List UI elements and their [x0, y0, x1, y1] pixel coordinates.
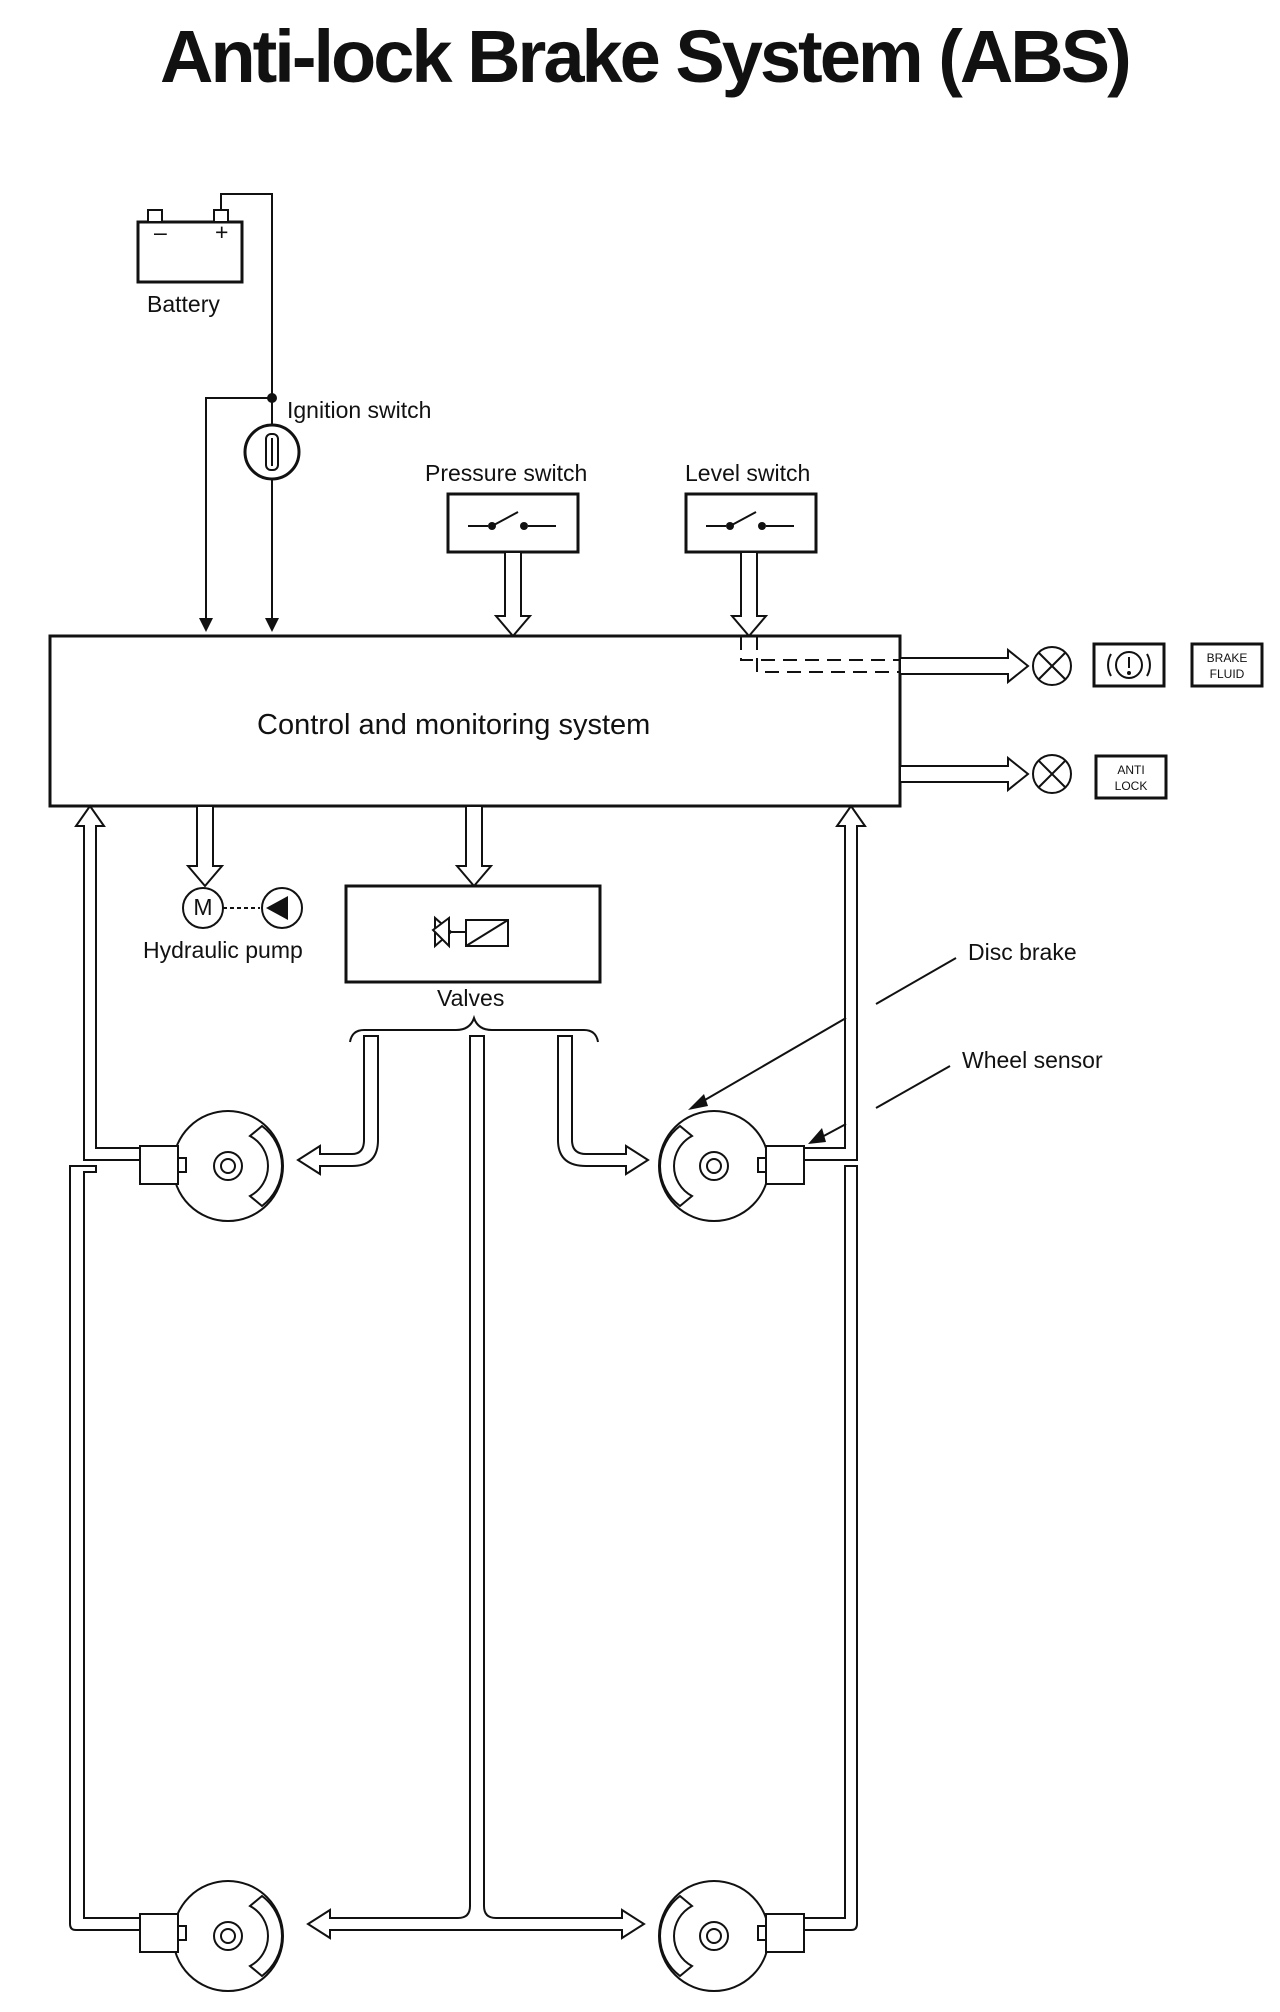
rear-right-wheel: [658, 1880, 805, 1992]
control-unit-box: [48, 634, 902, 808]
motor-symbol: M: [193, 894, 212, 920]
front-left-wheel: [139, 1110, 284, 1222]
pressure-switch-icon: [491, 511, 519, 527]
direct-power-wire: [205, 397, 272, 626]
battery-feed-wire: [220, 193, 273, 398]
warning-outputs: BRAKE FLUID ANTI LOCK: [899, 642, 1264, 800]
direct-power-arrow: [199, 618, 213, 632]
front-left-sensor-line: [74, 804, 145, 1161]
battery-minus-symbol: –: [154, 219, 167, 245]
front-right-caliper-icon: [659, 1124, 694, 1208]
control-unit: Control and monitoring system: [48, 634, 902, 808]
front-right-wheel-sensor-icon: [765, 1145, 805, 1185]
rear-right-wheel-sensor-icon: [765, 1913, 805, 1953]
rear-left-wheel-sensor-icon: [139, 1913, 179, 1953]
pressure-switch-box: [446, 492, 580, 554]
wheel-sensor-label: Wheel sensor: [962, 1047, 1103, 1073]
battery-body: [136, 220, 244, 284]
sensor-lines: [69, 804, 867, 1931]
hydraulic-lines: [296, 1035, 650, 1940]
level-switch-box: [684, 492, 818, 554]
front-right-wheel: [658, 1110, 805, 1222]
hydraulic-pump: M Hydraulic pump: [143, 805, 303, 963]
pressure-switch-signal-arrow: [493, 551, 533, 638]
valve-control-arrow: [454, 805, 494, 888]
ignition-output-arrow: [265, 618, 279, 632]
ignition-switch: Ignition switch: [243, 397, 431, 481]
disc-brake-label: Disc brake: [968, 939, 1077, 965]
wheel-sensor-leader: [819, 1123, 847, 1139]
brake-fluid-text-2: FLUID: [1210, 667, 1245, 681]
battery-plus-symbol: +: [215, 219, 228, 245]
front-right-sensor-line: [799, 804, 867, 1161]
valves-bracket: [349, 1014, 599, 1043]
anti-lock-text-1: ANTI: [1117, 763, 1144, 777]
rear-left-wheel: [139, 1880, 284, 1992]
level-switch: Level switch: [684, 460, 818, 638]
power-wiring: [199, 193, 279, 632]
brake-fluid-badge: [1190, 642, 1264, 688]
pressure-switch-label: Pressure switch: [425, 460, 587, 486]
level-switch-label: Level switch: [685, 460, 810, 486]
battery: – + Battery: [136, 209, 244, 317]
level-switch-icon: [729, 511, 757, 527]
callouts: Disc brake Wheel sensor: [688, 939, 1103, 1144]
rear-left-caliper-icon: [248, 1894, 283, 1978]
control-unit-label: Control and monitoring system: [257, 709, 650, 741]
rear-brake-line: [306, 1035, 646, 1940]
pump-control-arrow: [185, 805, 225, 888]
antilock-warning-arrow: [899, 755, 1030, 793]
anti-lock-text-2: LOCK: [1115, 779, 1148, 793]
battery-label: Battery: [147, 291, 220, 317]
front-right-brake-line: [557, 1035, 650, 1176]
anti-lock-badge: [1094, 754, 1168, 800]
rear-right-sensor-line: [799, 1165, 858, 1931]
brake-fluid-text-1: BRAKE: [1207, 651, 1248, 665]
pressure-switch: Pressure switch: [425, 460, 587, 638]
front-left-caliper-icon: [248, 1124, 283, 1208]
page-title: Anti-lock Brake System (ABS): [160, 15, 1132, 98]
disc-brake-leader: [697, 1017, 847, 1105]
level-switch-signal-arrow: [729, 551, 769, 638]
front-left-wheel-sensor-icon: [139, 1145, 179, 1185]
valves-label: Valves: [437, 985, 504, 1011]
hydraulic-pump-label: Hydraulic pump: [143, 937, 303, 963]
front-left-brake-line: [296, 1035, 379, 1176]
brake-warning-arrow: [899, 647, 1030, 685]
rear-right-caliper-icon: [659, 1894, 694, 1978]
rear-left-sensor-line: [69, 1165, 145, 1931]
valves: Valves: [344, 805, 602, 1043]
battery-negative-terminal: [147, 209, 163, 223]
ignition-switch-label: Ignition switch: [287, 397, 431, 423]
